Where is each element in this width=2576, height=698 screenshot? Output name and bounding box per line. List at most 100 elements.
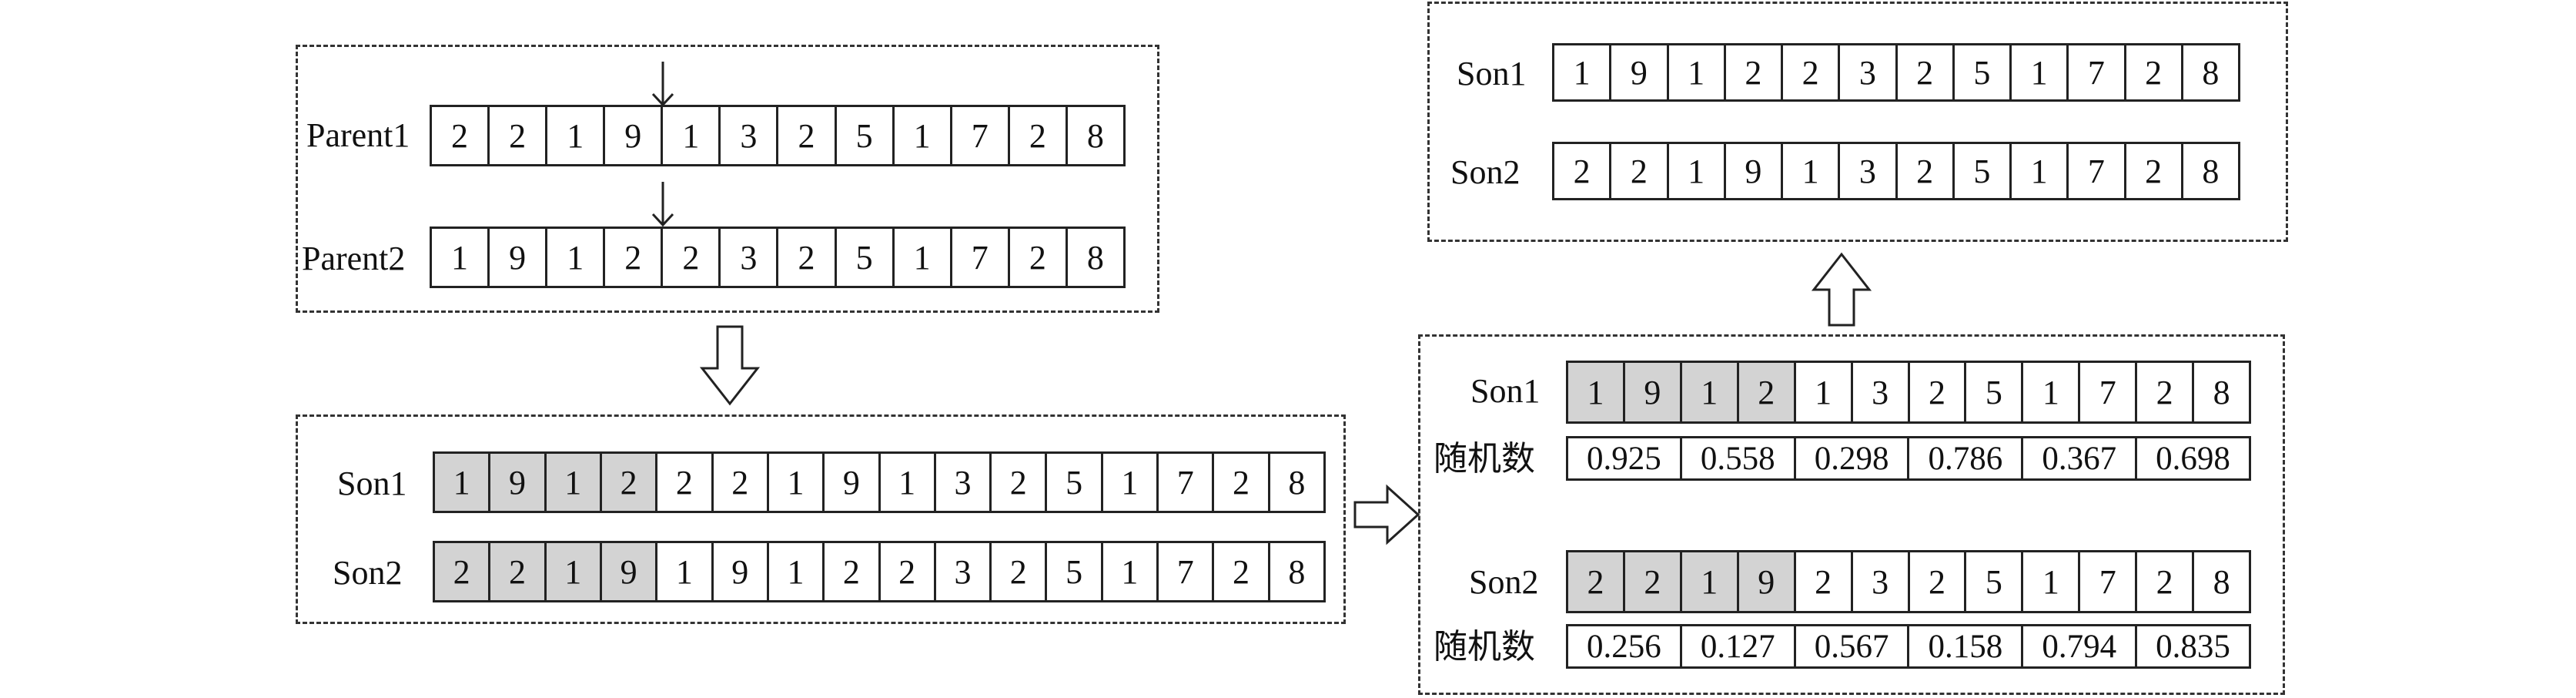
gene-cell: 3 (721, 229, 779, 286)
gene-cell: 9 (490, 229, 548, 286)
gene-cell: 1 (881, 454, 936, 511)
gene-cell: 1 (1681, 363, 1739, 421)
gene-cell: 2 (2137, 552, 2195, 611)
random-value-cell: 0.567 (1796, 626, 1910, 666)
gene-cell: 1 (769, 543, 825, 600)
dedup-son2-label: Son2 (1469, 563, 1539, 601)
gene-cell: 2 (1214, 543, 1270, 600)
gene-cell: 2 (1898, 144, 1955, 198)
gene-cell: 1 (769, 454, 825, 511)
gene-cell: 8 (1086, 238, 1104, 277)
gene-cell: 1 (1681, 552, 1739, 611)
gene-cell: 5 (1955, 45, 2012, 99)
gene-cell: 3 (1853, 552, 1910, 611)
crossover-son2-label: Son2 (333, 554, 403, 592)
gene-cell: 8 (1288, 552, 1306, 591)
gene-cell: 1 (546, 454, 602, 511)
random-value-cell: 0.558 (1682, 438, 1796, 478)
gene-cell: 1 (2023, 363, 2081, 421)
gene-cell: 2 (663, 229, 721, 286)
gene-cell: 1 (2012, 45, 2069, 99)
gene-cell: 7 (2069, 45, 2126, 99)
gene-cell: 1 (1783, 144, 1841, 198)
gene-cell: 9 (1738, 552, 1796, 611)
gene-cell: 2 (1568, 552, 1625, 611)
crossover-point-arrow-icon (651, 182, 674, 227)
gene-cell: 1 (895, 107, 952, 164)
gene-cell: 1 (895, 229, 952, 286)
gene-cell: 1 (663, 107, 721, 164)
parent2-label: Parent2 (302, 240, 406, 277)
crossover-son1-label: Son1 (337, 465, 407, 502)
random-value-cell: 0.298 (1796, 438, 1910, 478)
gene-cell: 1 (1669, 45, 1726, 99)
gene-cell: 8 (2202, 152, 2220, 190)
gene-cell: 2 (1554, 144, 1612, 198)
random-value-cell: 0.158 (1909, 626, 2024, 666)
gene-cell: 1 (657, 543, 714, 600)
gene-cell: 2 (2137, 363, 2195, 421)
gene-cell: 1 (546, 543, 602, 600)
gene-cell: 1 (547, 229, 606, 286)
gene-cell: 5 (1047, 454, 1103, 511)
gene-cell: 2 (432, 107, 490, 164)
random-value-cell: 0.127 (1682, 626, 1796, 666)
gene-cell: 2 (881, 543, 936, 600)
gene-cell: 2 (605, 229, 664, 286)
gene-cell: 2 (825, 543, 881, 600)
gene-cell: 3 (936, 543, 992, 600)
gene-cell: 1 (2023, 552, 2081, 611)
gene-cell: 5 (1966, 363, 2024, 421)
gene-cell: 8 (2213, 562, 2230, 601)
gene-cell: 2 (1796, 552, 1853, 611)
result-son2-label: Son2 (1450, 153, 1521, 191)
gene-cell: 2 (2126, 45, 2183, 99)
random-value-cell: 0.786 (1909, 438, 2024, 478)
gene-cell: 1 (432, 229, 490, 286)
gene-cell: 2 (778, 107, 837, 164)
random-value-cell: 0.256 (1568, 626, 1682, 666)
gene-cell: 5 (1966, 552, 2024, 611)
gene-cell: 5 (837, 229, 895, 286)
gene-cell: 8 (2202, 53, 2220, 92)
gene-cell: 2 (1010, 107, 1068, 164)
gene-cell: 5 (1047, 543, 1103, 600)
gene-cell: 8 (1288, 463, 1306, 502)
gene-cell: 7 (2080, 363, 2138, 421)
gene-cell: 2 (1214, 454, 1270, 511)
gene-cell: 2 (992, 454, 1048, 511)
gene-cell: 2 (714, 454, 769, 511)
gene-cell: 1 (1669, 144, 1726, 198)
gene-cell: 2 (1010, 229, 1068, 286)
gene-cell: 7 (952, 107, 1010, 164)
gene-cell: 2 (778, 229, 837, 286)
gene-cell: 1 (1568, 363, 1625, 421)
random-value-cell: 0.925 (1568, 438, 1682, 478)
gene-cell: 2 (490, 543, 547, 600)
gene-cell: 1 (1103, 454, 1159, 511)
gene-cell: 2 (601, 454, 658, 511)
gene-cell: 2 (1898, 45, 1955, 99)
down-arrow-icon (699, 325, 761, 406)
dedup-son2-random-label: 随机数 (1434, 628, 1535, 666)
gene-cell: 9 (1611, 45, 1669, 99)
gene-cell: 9 (605, 107, 664, 164)
random-value-cell: 0.835 (2156, 628, 2230, 665)
random-value-cell: 0.367 (2023, 438, 2138, 478)
up-arrow-icon (1811, 252, 1872, 327)
parent1-label: Parent1 (306, 116, 410, 154)
dedup-son1-random-label: 随机数 (1434, 440, 1535, 478)
gene-cell: 2 (1910, 363, 1967, 421)
crossover-point-arrow-icon (651, 62, 674, 107)
dedup-son1-label: Son1 (1470, 372, 1541, 410)
gene-cell: 3 (721, 107, 779, 164)
